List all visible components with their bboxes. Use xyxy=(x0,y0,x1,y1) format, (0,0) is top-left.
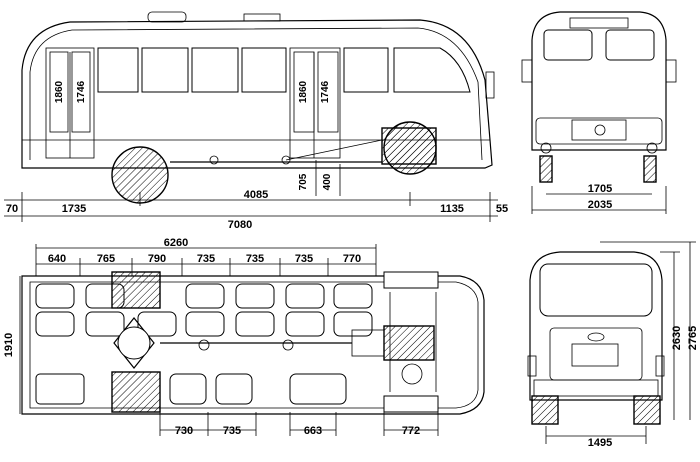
overall-length-label: 7080 xyxy=(228,219,252,231)
seat-pitch-1-label: 640 xyxy=(48,253,66,265)
seat-pitch-6-label: 735 xyxy=(295,253,313,265)
door-mid-clear-label: 1746 xyxy=(320,80,331,103)
wheelbase-label: 4085 xyxy=(244,189,268,201)
interior-length-label: 6260 xyxy=(164,237,188,249)
door-front-height-label: 1860 xyxy=(54,80,65,103)
step-height-label: 705 xyxy=(298,173,309,190)
seat-pitch-4-label: 735 xyxy=(197,253,215,265)
bottom-dim-4-label: 772 xyxy=(402,425,420,437)
seat-pitch-2-label: 765 xyxy=(97,253,115,265)
front-view: 1705 2035 xyxy=(521,11,677,214)
overhang-rear-label: 1735 xyxy=(62,203,86,215)
body-height-label: 2630 xyxy=(671,326,683,350)
overall-width-label: 2035 xyxy=(588,199,612,211)
door-mid-height-label: 1860 xyxy=(298,80,309,103)
rear-track-label: 1495 xyxy=(588,437,612,449)
seat-pitch-5-label: 735 xyxy=(246,253,264,265)
overhang-rear-small-label: 70 xyxy=(6,203,18,215)
bottom-dim-2-label: 735 xyxy=(223,425,241,437)
seat-pitch-7-label: 770 xyxy=(343,253,361,265)
side-view: 1860 1746 1860 1746 705 400 70 1735 4085 xyxy=(4,11,508,231)
overhang-front-small-label: 55 xyxy=(496,203,508,215)
overall-height-label: 2765 xyxy=(687,326,699,350)
front-track-label: 1705 xyxy=(588,183,612,195)
door-front-clear-label: 1746 xyxy=(76,80,87,103)
bottom-dim-3-label: 663 xyxy=(304,425,322,437)
bottom-dim-1-label: 730 xyxy=(175,425,193,437)
plan-view: 6260 640 765 790 735 735 735 770 1910 xyxy=(3,237,485,437)
rear-view: 1495 2630 2765 xyxy=(527,241,699,449)
seat-pitch-3-label: 790 xyxy=(148,253,166,265)
overhang-front-label: 1135 xyxy=(440,203,464,215)
floor-height-label: 400 xyxy=(322,173,333,190)
interior-width-label: 1910 xyxy=(3,333,15,357)
